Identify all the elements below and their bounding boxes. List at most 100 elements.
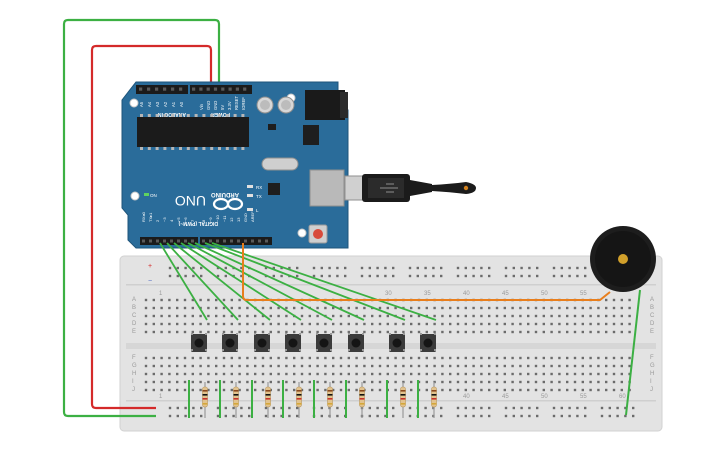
hole[interactable] xyxy=(589,356,592,360)
hole[interactable] xyxy=(269,314,272,318)
rail-hole[interactable] xyxy=(568,274,571,278)
rail-hole[interactable] xyxy=(552,274,556,278)
hole[interactable] xyxy=(339,372,343,376)
hole[interactable] xyxy=(605,356,608,360)
hole[interactable] xyxy=(410,322,413,326)
hole[interactable] xyxy=(464,364,467,368)
rail-hole[interactable] xyxy=(456,406,460,410)
hole[interactable] xyxy=(183,298,187,302)
rail-hole[interactable] xyxy=(512,266,515,270)
hole[interactable] xyxy=(230,314,233,318)
pushbutton[interactable] xyxy=(420,333,436,352)
hole[interactable] xyxy=(168,356,171,360)
rail-hole[interactable] xyxy=(328,266,331,270)
rail-hole[interactable] xyxy=(560,414,563,418)
hole[interactable] xyxy=(589,314,592,318)
power-header[interactable] xyxy=(190,85,252,94)
hole[interactable] xyxy=(386,330,389,334)
hole[interactable] xyxy=(332,372,335,376)
hole[interactable] xyxy=(207,388,210,392)
hole[interactable] xyxy=(589,322,592,326)
hole[interactable] xyxy=(527,314,530,318)
hole[interactable] xyxy=(581,322,584,326)
rail-hole[interactable] xyxy=(480,406,483,410)
hole[interactable] xyxy=(378,356,382,360)
hole[interactable] xyxy=(160,372,163,376)
hole[interactable] xyxy=(472,306,475,310)
hole[interactable] xyxy=(550,322,553,326)
arduino-uno-board[interactable]: Vin GND GND 5V 3.3V RESET IOREF A5 A4 A3… xyxy=(121,81,349,249)
rail-hole[interactable] xyxy=(456,274,460,278)
hole[interactable] xyxy=(144,388,148,392)
hole[interactable] xyxy=(511,306,514,310)
rail-hole[interactable] xyxy=(568,406,571,410)
hole[interactable] xyxy=(620,330,623,334)
hole[interactable] xyxy=(573,356,577,360)
wire-green-buzzer-ground[interactable] xyxy=(625,289,641,416)
wire-orange-buzzer[interactable] xyxy=(242,243,611,301)
hole[interactable] xyxy=(324,356,327,360)
hole[interactable] xyxy=(261,388,265,392)
hole[interactable] xyxy=(222,380,226,384)
hole[interactable] xyxy=(417,322,421,326)
hole[interactable] xyxy=(480,306,483,310)
rail-hole[interactable] xyxy=(616,414,619,418)
rail-hole[interactable] xyxy=(392,266,395,270)
hole[interactable] xyxy=(519,314,522,318)
rail-hole[interactable] xyxy=(600,406,604,410)
piezo-buzzer-icon[interactable] xyxy=(590,226,656,292)
hole[interactable] xyxy=(558,306,561,310)
hole[interactable] xyxy=(620,356,623,360)
rail-hole[interactable] xyxy=(216,266,220,270)
hole[interactable] xyxy=(527,356,530,360)
hole[interactable] xyxy=(472,372,475,376)
hole[interactable] xyxy=(199,322,202,326)
rail-hole[interactable] xyxy=(384,274,387,278)
analog-header[interactable] xyxy=(136,85,188,94)
hole[interactable] xyxy=(628,298,631,302)
hole[interactable] xyxy=(566,306,569,310)
hole[interactable] xyxy=(176,306,179,310)
hole[interactable] xyxy=(254,356,257,360)
hole[interactable] xyxy=(417,356,421,360)
hole[interactable] xyxy=(417,306,421,310)
hole[interactable] xyxy=(441,388,444,392)
hole[interactable] xyxy=(285,322,288,326)
hole[interactable] xyxy=(347,330,350,334)
hole[interactable] xyxy=(277,306,280,310)
hole[interactable] xyxy=(285,330,288,334)
hole[interactable] xyxy=(589,380,592,384)
hole[interactable] xyxy=(324,330,327,334)
rail-hole[interactable] xyxy=(584,406,587,410)
rail-hole[interactable] xyxy=(376,274,379,278)
hole[interactable] xyxy=(152,322,155,326)
rail-hole[interactable] xyxy=(384,406,387,410)
hole[interactable] xyxy=(339,306,343,310)
rail-hole[interactable] xyxy=(360,274,364,278)
rail-hole[interactable] xyxy=(344,274,347,278)
hole[interactable] xyxy=(222,356,226,360)
rail-hole[interactable] xyxy=(384,414,387,418)
hole[interactable] xyxy=(261,380,265,384)
hole[interactable] xyxy=(433,356,436,360)
rail-hole[interactable] xyxy=(216,406,220,410)
hole[interactable] xyxy=(402,372,405,376)
hole[interactable] xyxy=(410,372,413,376)
hole[interactable] xyxy=(456,364,460,368)
wire-green-digital[interactable] xyxy=(166,242,239,321)
hole[interactable] xyxy=(511,380,514,384)
wire-green-digital[interactable] xyxy=(180,242,302,321)
hole[interactable] xyxy=(371,322,374,326)
rail-hole[interactable] xyxy=(240,266,243,270)
hole[interactable] xyxy=(503,306,506,310)
hole[interactable] xyxy=(480,314,483,318)
hole[interactable] xyxy=(324,322,327,326)
hole[interactable] xyxy=(285,314,288,318)
hole[interactable] xyxy=(511,314,514,318)
digital-header-low[interactable] xyxy=(140,237,198,245)
hole[interactable] xyxy=(176,364,179,368)
hole[interactable] xyxy=(316,314,319,318)
pushbutton[interactable] xyxy=(285,333,301,352)
hole[interactable] xyxy=(566,330,569,334)
rail-hole[interactable] xyxy=(264,406,268,410)
